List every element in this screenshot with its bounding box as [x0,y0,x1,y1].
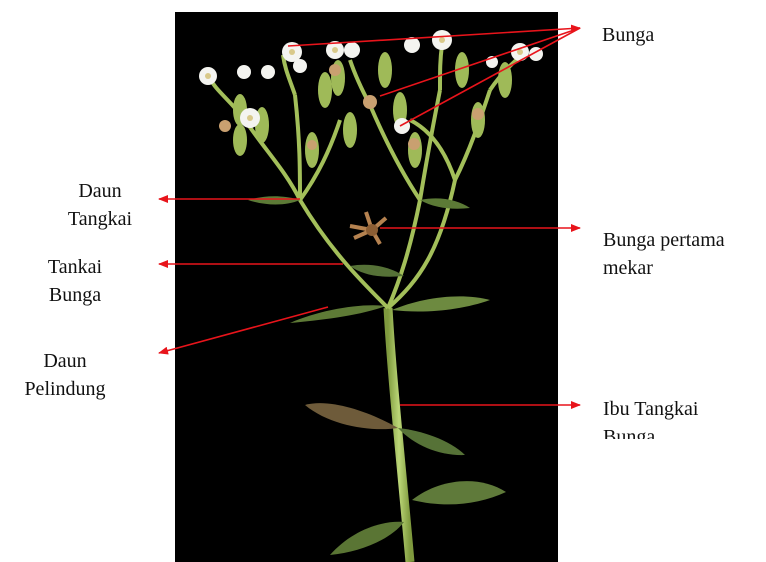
label-bunga: Bunga [602,21,654,49]
label-tankai-bunga: Tankai Bunga [15,253,135,309]
label-ibu-tangkai: Ibu Tangkai Bunga [603,395,753,439]
label-daun-tangkai: Daun Tangkai [40,177,160,233]
label-bunga-pertama-mekar: Bunga pertama mekar [603,226,725,282]
label-daun-pelindung: Daun Pelindung [5,347,125,403]
